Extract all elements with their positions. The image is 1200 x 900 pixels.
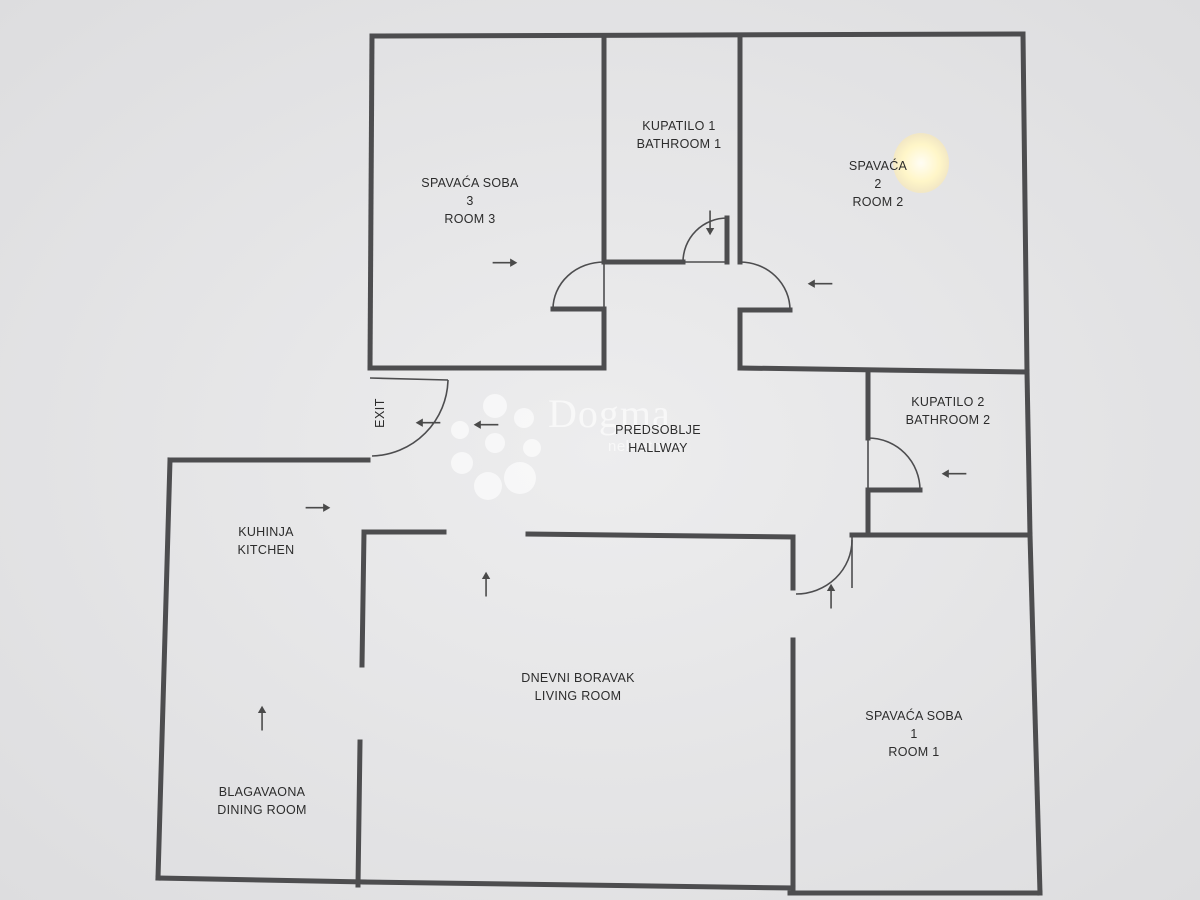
room3-label-line3: ROOM 3 bbox=[444, 212, 496, 226]
wall-kitchen-left bbox=[155, 457, 173, 881]
bathroom2-label: KUPATILO 2 BATHROOM 2 bbox=[906, 393, 991, 429]
room1-label-line2: 1 bbox=[910, 727, 918, 741]
dining-room-label-line2: DINING ROOM bbox=[217, 803, 307, 817]
arrow-down-icon: 🠓 bbox=[704, 204, 716, 242]
wall-living-left-upper bbox=[359, 529, 367, 668]
arrow-up-icon: 🠑 bbox=[825, 577, 837, 615]
kitchen-label-line2: KITCHEN bbox=[237, 543, 295, 557]
door-bath2-swing bbox=[867, 437, 921, 491]
hallway-label-line1: PREDSOBLJE bbox=[615, 423, 701, 437]
watermark-subtext: nekretnine bbox=[608, 438, 684, 455]
doors bbox=[369, 217, 921, 595]
dining-room-label-line1: BLAGAVAONA bbox=[218, 785, 306, 799]
room3-label-line2: 3 bbox=[466, 194, 474, 208]
door-exit-swing bbox=[371, 379, 449, 457]
wall-bath2-right bbox=[1024, 369, 1033, 538]
wall-living-left-lower bbox=[355, 739, 363, 888]
door-exit-leaf bbox=[369, 377, 449, 381]
wall-room2-bottom bbox=[737, 365, 1030, 375]
wall-living-bottom bbox=[361, 879, 796, 891]
wall-room1-right bbox=[1027, 532, 1043, 896]
room1-label-line3: ROOM 1 bbox=[888, 745, 940, 759]
dogma-logo-icon bbox=[451, 394, 541, 500]
bathroom1-label-line1: KUPATILO 1 bbox=[642, 119, 716, 133]
door-room2-swing bbox=[739, 261, 791, 311]
kitchen-label: KUHINJA KITCHEN bbox=[238, 523, 295, 559]
room1-label: SPAVAĆA SOBA 1 ROOM 1 bbox=[865, 707, 962, 761]
bathroom1-label-line2: BATHROOM 1 bbox=[636, 137, 722, 151]
hallway-label: PREDSOBLJE HALLWAY bbox=[615, 421, 701, 457]
bathroom2-label-line2: BATHROOM 2 bbox=[905, 413, 991, 427]
wall-room2-right bbox=[1020, 31, 1030, 375]
door-bath1-swing bbox=[682, 217, 728, 263]
living-room-label-line2: LIVING ROOM bbox=[534, 689, 622, 703]
wall-top bbox=[369, 31, 1026, 39]
room2-label-line1: SPAVAĆA bbox=[848, 159, 908, 173]
exit-label: EXIT bbox=[373, 398, 387, 428]
wall-living-top-right bbox=[525, 531, 796, 540]
living-room-label: DNEVNI BORAVAK LIVING ROOM bbox=[521, 669, 634, 705]
walls bbox=[155, 31, 1043, 896]
dining-room-label: BLAGAVAONA DINING ROOM bbox=[217, 783, 306, 819]
room2-label-line2: 2 bbox=[874, 177, 882, 191]
room3-label-line1: SPAVAĆA SOBA bbox=[421, 176, 519, 190]
door-room3-swing bbox=[552, 261, 605, 310]
arrow-up-icon: 🠑 bbox=[480, 565, 492, 603]
arrow-left-icon: 🠐 bbox=[414, 404, 442, 442]
room3-label: SPAVAĆA SOBA 3 ROOM 3 bbox=[421, 174, 518, 228]
light-glare bbox=[893, 133, 949, 193]
room1-label-line1: SPAVAĆA SOBA bbox=[865, 709, 963, 723]
door-room1-swing bbox=[795, 539, 853, 595]
room2-label: SPAVAĆA 2 ROOM 2 bbox=[849, 157, 907, 211]
arrow-left-icon: 🠐 bbox=[472, 406, 500, 444]
arrow-left-icon: 🠐 bbox=[806, 265, 834, 303]
watermark-text: Dogma bbox=[548, 391, 671, 436]
arrow-left-icon: 🠐 bbox=[940, 455, 968, 493]
dogma-watermark: Dogma nekretnine bbox=[440, 388, 770, 508]
bathroom2-label-line1: KUPATILO 2 bbox=[911, 395, 985, 409]
room2-label-line3: ROOM 2 bbox=[852, 195, 904, 209]
living-room-label-line1: DNEVNI BORAVAK bbox=[521, 671, 635, 685]
wall-room3-left bbox=[367, 33, 375, 371]
arrow-right-icon: 🠒 bbox=[491, 244, 519, 282]
arrow-right-icon: 🠒 bbox=[304, 489, 332, 527]
arrow-up-icon: 🠑 bbox=[256, 699, 268, 737]
kitchen-label-line1: KUHINJA bbox=[238, 525, 294, 539]
bathroom1-label: KUPATILO 1 BATHROOM 1 bbox=[637, 117, 722, 153]
hallway-label-line2: HALLWAY bbox=[628, 441, 688, 455]
wall-dining-bottom bbox=[155, 875, 367, 885]
